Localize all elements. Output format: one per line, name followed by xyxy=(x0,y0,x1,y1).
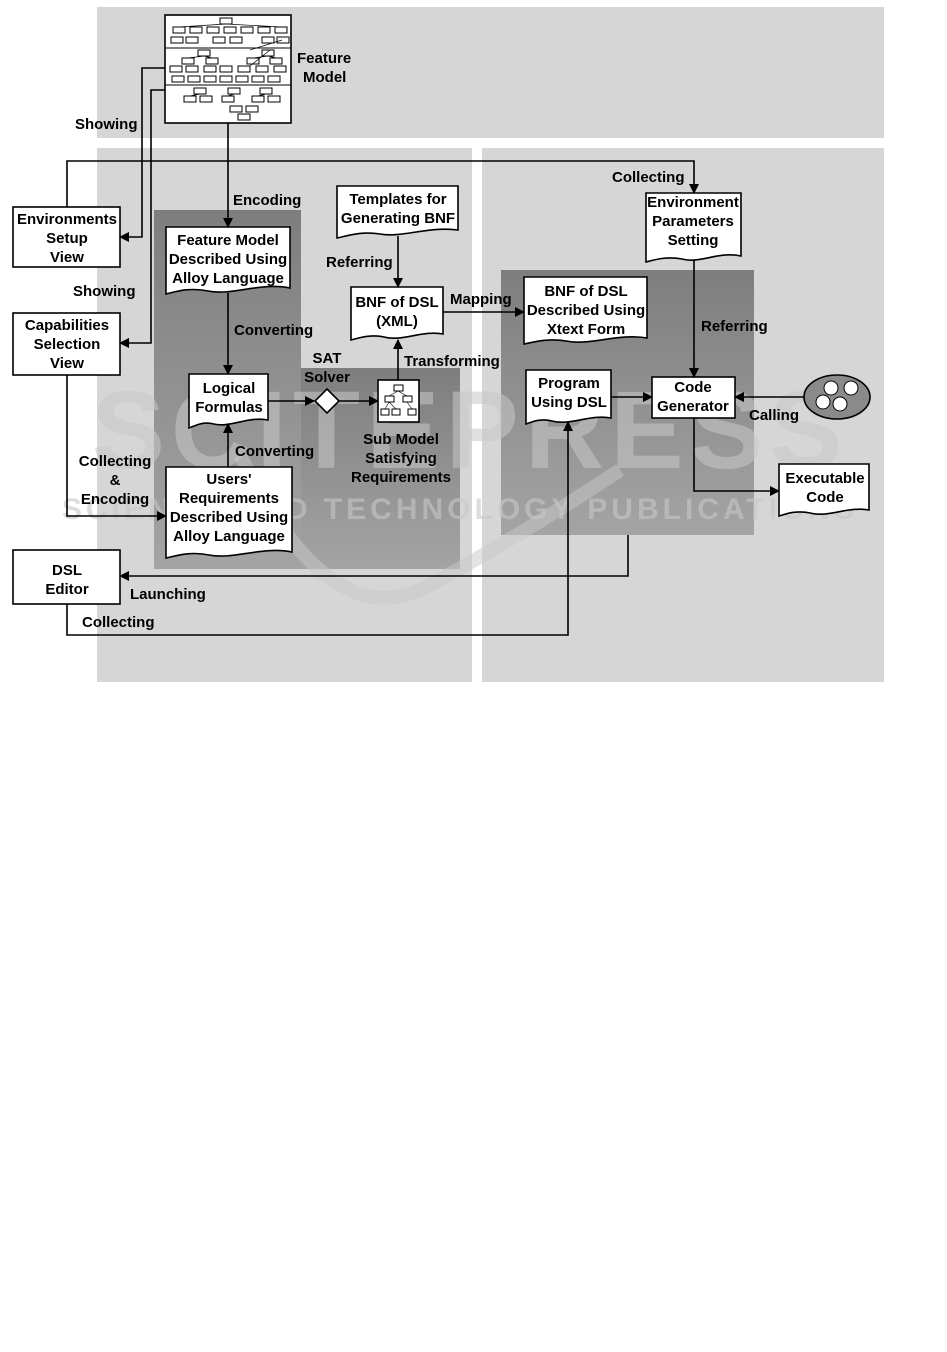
edge-collecting-top: Collecting xyxy=(612,169,685,186)
dsl-editor-label-2: Editor xyxy=(45,581,88,598)
env-params-label-1: Environment xyxy=(647,194,739,211)
edge-collecting-encoding-2: & xyxy=(110,472,121,489)
edge-collecting-encoding-1: Collecting xyxy=(79,453,152,470)
code-generator-label-2: Generator xyxy=(657,398,729,415)
edge-referring-left: Referring xyxy=(326,254,393,271)
edge-converting-top: Converting xyxy=(234,322,313,339)
cap-sel-label-3: View xyxy=(50,355,84,372)
feature-model-label-2: Model xyxy=(303,69,346,86)
fm-alloy-label-1: Feature Model xyxy=(177,232,279,249)
program-dsl-label-2: Using DSL xyxy=(531,394,607,411)
component-library-icon xyxy=(803,374,871,420)
sub-model-label-2: Satisfying xyxy=(365,450,437,467)
edge-mapping: Mapping xyxy=(450,291,512,308)
users-req-label-3: Described Using xyxy=(170,509,288,526)
bnf-xml-label-2: (XML) xyxy=(376,313,418,330)
fm-alloy-label-2: Described Using xyxy=(169,251,287,268)
users-req-label-4: Alloy Language xyxy=(173,528,285,545)
edge-calling: Calling xyxy=(749,407,799,424)
feature-model-alloy-doc xyxy=(165,226,291,295)
cap-sel-label-2: Selection xyxy=(34,336,101,353)
edge-labels: Showing Showing Encoding Converting Conv… xyxy=(73,116,799,631)
env-params-label-3: Setting xyxy=(668,232,719,249)
edge-referring-right: Referring xyxy=(701,318,768,335)
environment-parameters-doc xyxy=(645,192,742,264)
bnf-xtext-label-1: BNF of DSL xyxy=(544,283,627,300)
sat-solver-label-1: SAT xyxy=(313,350,342,367)
executable-code-label-1: Executable xyxy=(785,470,864,487)
env-params-label-2: Parameters xyxy=(652,213,734,230)
program-dsl-label-1: Program xyxy=(538,375,600,392)
env-setup-label-1: Environments xyxy=(17,211,117,228)
env-setup-label-3: View xyxy=(50,249,84,266)
templates-bnf-label-1: Templates for xyxy=(349,191,446,208)
edge-showing-mid: Showing xyxy=(73,283,136,300)
code-generator-box xyxy=(651,376,736,419)
users-req-label-2: Requirements xyxy=(179,490,279,507)
bnf-xtext-label-2: Described Using xyxy=(527,302,645,319)
sub-model-label-3: Requirements xyxy=(351,469,451,486)
templates-bnf-label-2: Generating BNF xyxy=(341,210,455,227)
edge-transforming: Transforming xyxy=(404,353,500,370)
edge-collecting-encoding-3: Encoding xyxy=(81,491,149,508)
logical-formulas-doc xyxy=(188,373,269,430)
program-dsl-doc xyxy=(525,369,612,426)
env-setup-label-2: Setup xyxy=(46,230,88,247)
logical-formulas-label-2: Formulas xyxy=(195,399,263,416)
users-req-label-1: Users' xyxy=(206,471,251,488)
bnf-xml-doc xyxy=(350,286,444,342)
edge-encoding: Encoding xyxy=(233,192,301,209)
edge-collecting-bottom: Collecting xyxy=(82,614,155,631)
cap-sel-label-1: Capabilities xyxy=(25,317,109,334)
edge-converting-bottom: Converting xyxy=(235,443,314,460)
dsl-editor-label-1: DSL xyxy=(52,562,82,579)
executable-code-label-2: Code xyxy=(806,489,844,506)
edge-showing-top: Showing xyxy=(75,116,138,133)
fm-alloy-label-3: Alloy Language xyxy=(172,270,284,287)
connectors xyxy=(66,67,804,636)
feature-model-label-1: Feature xyxy=(297,50,351,67)
sat-solver-label-2: Solver xyxy=(304,369,350,386)
users-requirements-doc xyxy=(165,466,293,559)
bnf-xtext-label-3: Xtext Form xyxy=(547,321,625,338)
bnf-xml-label-1: BNF of DSL xyxy=(355,294,438,311)
bnf-xtext-doc xyxy=(523,276,648,345)
sub-model-tree-icon xyxy=(377,379,420,423)
templates-bnf-doc xyxy=(336,185,459,239)
code-generator-label-1: Code xyxy=(674,379,712,396)
feature-model-tree-icon xyxy=(164,14,292,124)
executable-code-doc xyxy=(778,463,870,518)
node-labels: Feature Model Environments Setup View Ca… xyxy=(17,50,865,598)
sub-model-label-1: Sub Model xyxy=(363,431,439,448)
sat-solver-diamond xyxy=(313,387,341,415)
logical-formulas-label-1: Logical xyxy=(203,380,256,397)
edge-launching: Launching xyxy=(130,586,206,603)
